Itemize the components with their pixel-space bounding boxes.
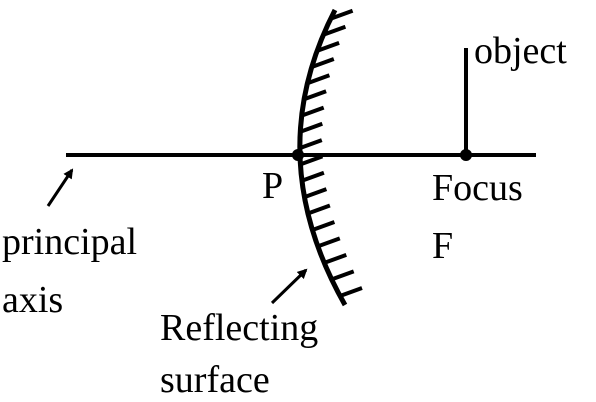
hatch-mark [311,57,335,69]
hatch-mark [306,73,331,86]
focus-label-line2: F [432,225,453,267]
hatch-mark [299,154,324,167]
pole-label: P [262,165,283,207]
reflecting-surface-arrow [270,268,308,305]
hatch-mark [301,105,325,118]
hatch-mark [329,8,354,21]
hatch-mark [311,220,336,232]
focus-label-line1: Focus [432,167,523,209]
hatch-mark [316,41,340,53]
hatch-mark [307,203,331,216]
hatch-mark [303,187,328,199]
hatch-mark [322,24,347,37]
hatch-mark [323,253,347,265]
reflecting-surface-label-line1: Reflecting [160,307,318,349]
hatch-mark [303,89,327,102]
principal-axis-label-line2: axis [2,279,63,321]
reflecting-surface-label-line2: surface [160,359,270,401]
principal-axis-arrow [46,168,74,207]
hatch-mark [331,269,355,282]
pole-point [292,149,304,161]
hatch-mark [299,121,323,134]
hatch-mark [299,138,323,150]
mirror-hatching [299,8,363,298]
object-label: object [474,30,567,72]
principal-axis-label-line1: principal [2,221,137,263]
hatch-mark [301,170,325,183]
hatch-mark [317,236,341,249]
hatch-mark [339,286,363,298]
